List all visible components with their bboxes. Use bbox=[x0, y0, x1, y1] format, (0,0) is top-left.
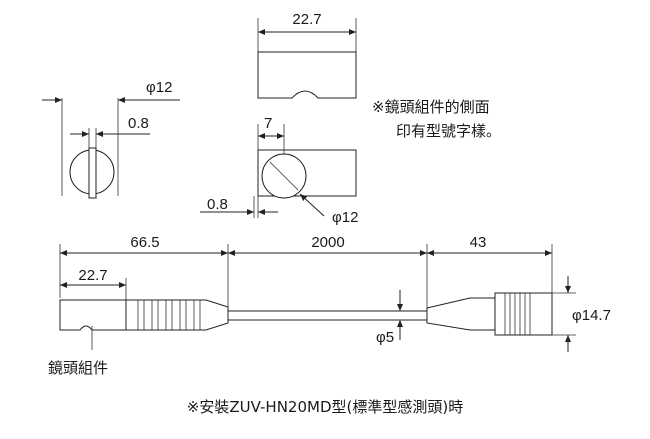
connector-body bbox=[494, 292, 553, 336]
installation-caption: ※安裝ZUV-HN20MD型(標準型感測頭)時 bbox=[187, 398, 463, 416]
lens-front-outline bbox=[257, 51, 357, 99]
side-tab bbox=[88, 147, 97, 199]
top-view bbox=[200, 124, 357, 218]
lens-inner-length-label: 22.7 bbox=[78, 267, 107, 284]
assembly-view bbox=[59, 244, 576, 352]
side-view bbox=[42, 97, 180, 199]
marking-note-line1: ※鏡頭組件的側面 bbox=[372, 98, 490, 116]
connector-taper bbox=[426, 297, 496, 331]
connector-length-label: 43 bbox=[470, 234, 487, 251]
front-width-label: 22.7 bbox=[292, 11, 321, 28]
strain-relief bbox=[125, 299, 229, 331]
lens-diameter-label: φ12 bbox=[332, 209, 358, 226]
connector-diameter-label: φ14.7 bbox=[572, 307, 611, 324]
lens-assembly-body bbox=[59, 299, 127, 331]
front-view bbox=[257, 18, 357, 99]
cable-length-label: 2000 bbox=[311, 234, 344, 251]
lens-length-label: 66.5 bbox=[130, 234, 159, 251]
side-offset-label: 0.8 bbox=[128, 115, 149, 132]
bottom-offset-label: 0.8 bbox=[207, 196, 228, 213]
side-diameter-label: φ12 bbox=[146, 79, 172, 96]
cable-diameter-label: φ5 bbox=[376, 329, 394, 346]
lens-assembly-label: 鏡頭組件 bbox=[48, 359, 108, 377]
marking-note-line2: 印有型號字樣。 bbox=[396, 122, 501, 140]
top-lens-offset-label: 7 bbox=[264, 115, 272, 132]
